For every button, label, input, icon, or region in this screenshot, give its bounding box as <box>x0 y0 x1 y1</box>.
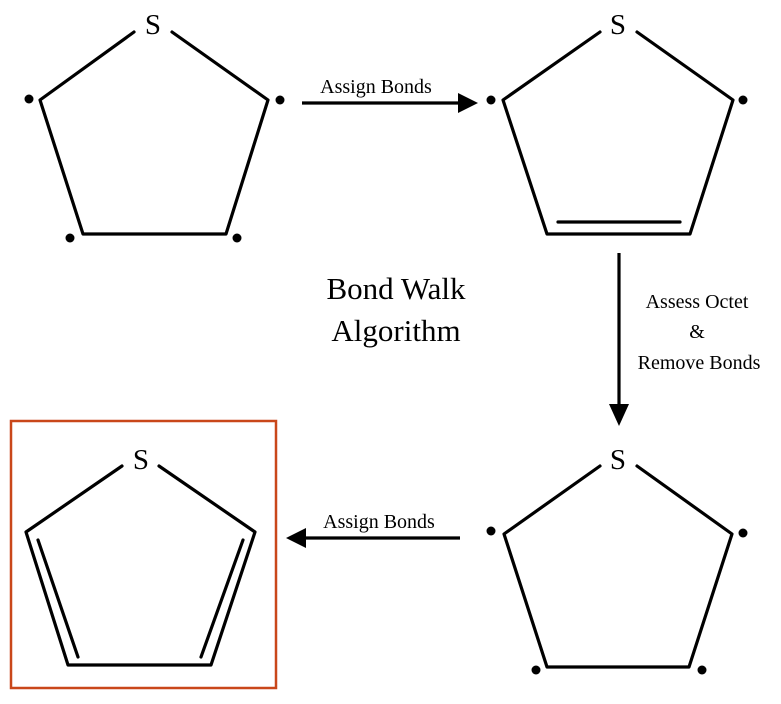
arrow-3-head <box>286 528 306 548</box>
molecule-4-result: S <box>9 419 278 690</box>
ring-bonds <box>501 30 735 236</box>
arrow-2-label-line-2: & <box>689 321 705 343</box>
arrow-step-3: Assign Bonds <box>286 511 460 548</box>
arrow-step-2: Assess Octet & Remove Bonds <box>609 253 761 426</box>
radical-dot <box>232 233 242 243</box>
radical-dot <box>486 95 496 105</box>
arrow-step-1: Assign Bonds <box>302 76 478 113</box>
molecule-2: S <box>486 9 748 236</box>
radical-dot <box>24 94 34 104</box>
radical-dot <box>738 528 748 538</box>
title-line-2: Algorithm <box>331 313 460 348</box>
sulfur-atom-label: S <box>145 9 161 41</box>
arrow-2-label-line-3: Remove Bonds <box>638 352 761 374</box>
molecule-1: S <box>24 9 285 243</box>
radical-dot <box>486 526 496 536</box>
molecule-3: S <box>486 444 748 675</box>
ring-bonds <box>24 464 257 667</box>
sulfur-atom-label: S <box>133 444 149 476</box>
ring-bonds <box>502 464 734 669</box>
double-bond-line <box>36 538 80 659</box>
arrow-1-head <box>458 93 478 113</box>
radical-dot <box>738 95 748 105</box>
sulfur-atom-label: S <box>610 444 626 476</box>
radical-dot <box>65 233 75 243</box>
arrow-1-label: Assign Bonds <box>320 76 432 98</box>
radical-dot <box>697 665 707 675</box>
title-line-1: Bond Walk <box>326 271 466 306</box>
ring-bonds <box>38 30 270 236</box>
arrow-2-label-line-1: Assess Octet <box>646 291 749 313</box>
center-title: Bond Walk Algorithm <box>326 271 466 348</box>
radical-dot <box>531 665 541 675</box>
radical-dot <box>275 95 285 105</box>
double-bond-line <box>199 538 245 659</box>
arrow-3-label: Assign Bonds <box>323 511 435 533</box>
result-box <box>9 419 278 690</box>
sulfur-atom-label: S <box>610 9 626 41</box>
arrow-2-head <box>609 404 629 426</box>
